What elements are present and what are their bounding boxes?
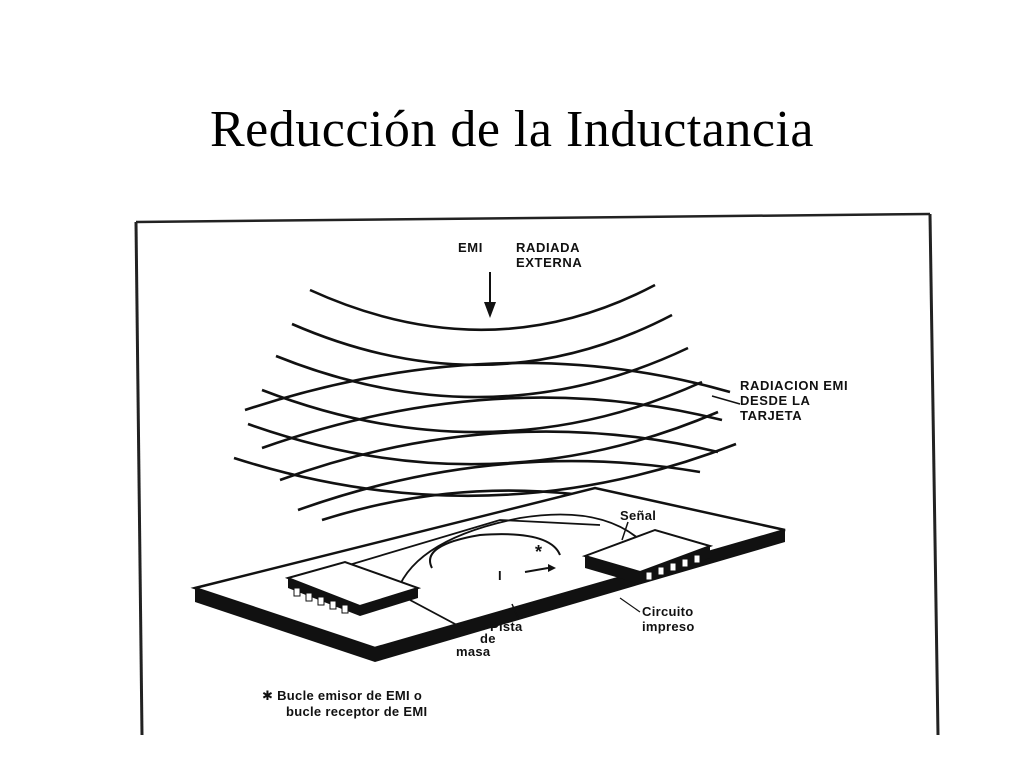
board-emi-label-2: DESDE LA: [740, 393, 811, 408]
external-emi-label-1: EMI: [458, 240, 483, 255]
current-loop: [429, 533, 561, 573]
slide-title: Reducción de la Inductancia: [209, 101, 814, 158]
board-pointer: [619, 597, 641, 613]
board-emi-label-1: RADIACION EMI: [740, 378, 848, 393]
ground-trace: [291, 519, 601, 583]
ground-trace-label-2: de: [480, 631, 496, 646]
ground-trace-label-1: Pista: [490, 619, 523, 634]
footnote-line-2: bucle receptor de EMI: [286, 704, 427, 719]
printed-circuit-label-2: impreso: [642, 619, 695, 634]
signal-label: Señal: [620, 508, 656, 523]
ground-return: [409, 599, 471, 633]
printed-circuit-label-1: Circuito: [642, 604, 694, 619]
external-emi-arrow: [484, 272, 496, 318]
ground-pointer: [511, 603, 519, 619]
left-ic-chip: [284, 560, 422, 616]
figure-frame: [134, 212, 940, 736]
signal-pointer: [621, 521, 629, 541]
loop-marker: *: [535, 542, 543, 562]
external-emi-label-3: EXTERNA: [516, 255, 582, 270]
ground-trace-label-3: masa: [456, 644, 491, 659]
right-ic-chip: [581, 528, 714, 584]
current-label: I: [498, 568, 502, 583]
external-emi-label-2: RADIADA: [516, 240, 580, 255]
board-emi-leader: [711, 395, 741, 405]
footnote-line-1: ✱ Bucle emisor de EMI o: [262, 688, 422, 703]
signal-trace: [394, 513, 641, 599]
board-emi-label-3: TARJETA: [740, 408, 802, 423]
